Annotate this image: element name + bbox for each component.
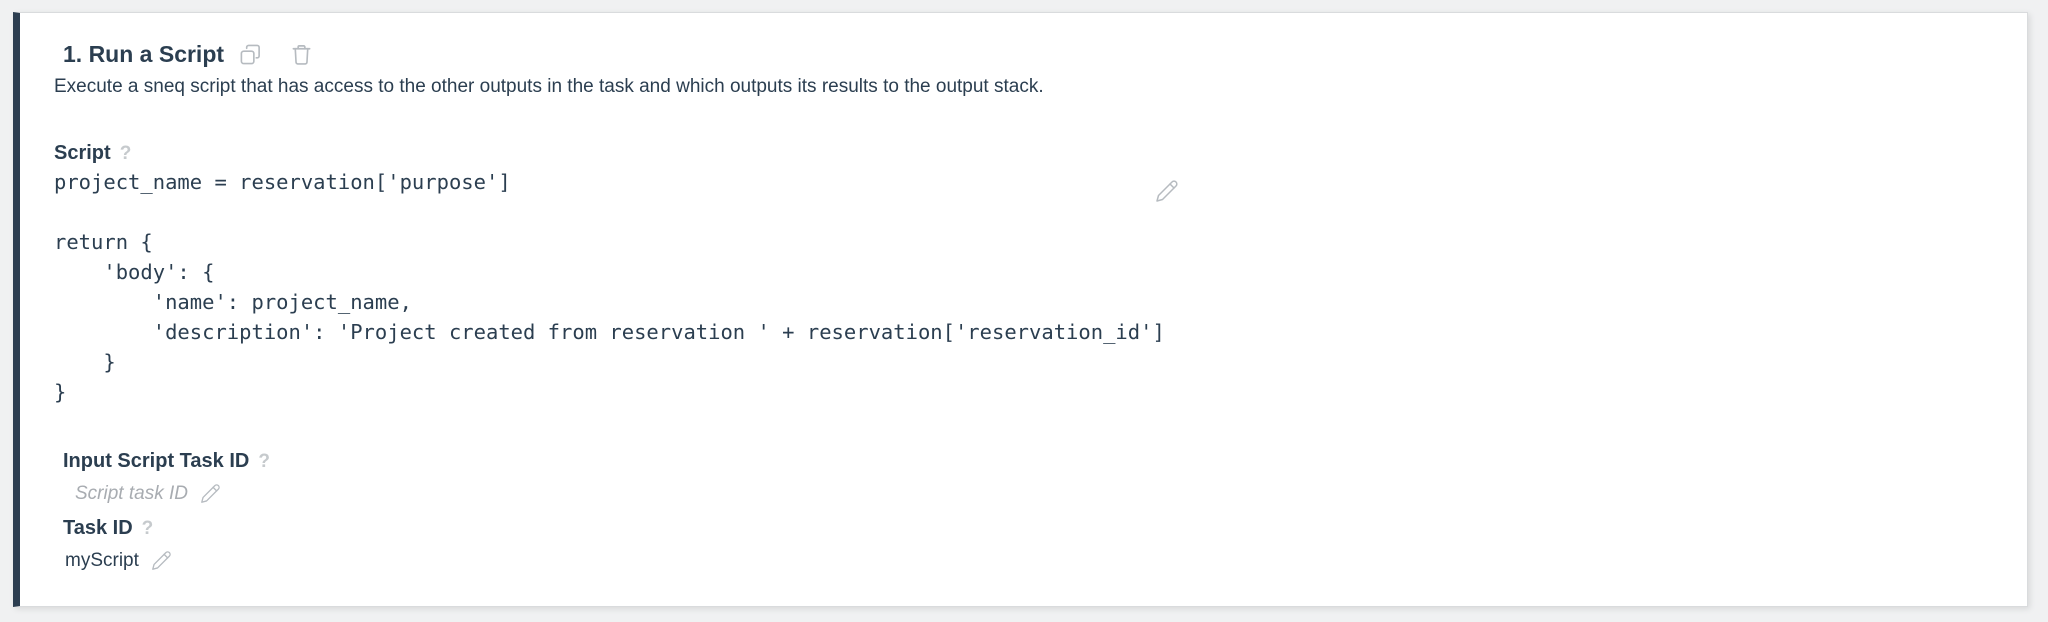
card-header: 1. Run a Script (63, 41, 1987, 67)
input-script-task-id-field[interactable]: Script task ID (75, 482, 1987, 505)
script-editor: project_name = reservation['purpose'] re… (54, 167, 1987, 407)
script-field-label-row: Script ? (54, 142, 1987, 165)
task-id-field[interactable]: myScript (65, 549, 1987, 572)
task-id-label: Task ID (63, 517, 133, 539)
input-script-task-id-placeholder[interactable]: Script task ID (75, 482, 188, 504)
copy-button[interactable] (239, 43, 262, 66)
delete-button[interactable] (290, 43, 313, 66)
run-script-card: 1. Run a Script E (13, 12, 2028, 607)
input-script-task-id-help-icon[interactable]: ? (258, 451, 270, 472)
task-id-value[interactable]: myScript (65, 549, 139, 571)
task-id-label-row: Task ID ? (63, 517, 1987, 540)
task-id-help-icon[interactable]: ? (141, 518, 154, 539)
input-script-task-id-label-row: Input Script Task ID ? (63, 450, 1987, 473)
trash-icon (290, 43, 313, 66)
edit-script-icon[interactable] (1155, 179, 1179, 203)
card-description: Execute a sneq script that has access to… (54, 76, 1044, 97)
card-title: 1. Run a Script (63, 41, 225, 67)
script-help-icon[interactable]: ? (119, 143, 132, 164)
copy-icon (239, 43, 262, 66)
script-label: Script (54, 142, 111, 164)
edit-task-id-icon[interactable] (151, 550, 172, 571)
card-body: 1. Run a Script E (20, 13, 2027, 572)
edit-input-script-task-id-icon[interactable] (200, 483, 221, 504)
script-code[interactable]: project_name = reservation['purpose'] re… (54, 170, 1165, 404)
input-script-task-id-label: Input Script Task ID (63, 450, 250, 472)
